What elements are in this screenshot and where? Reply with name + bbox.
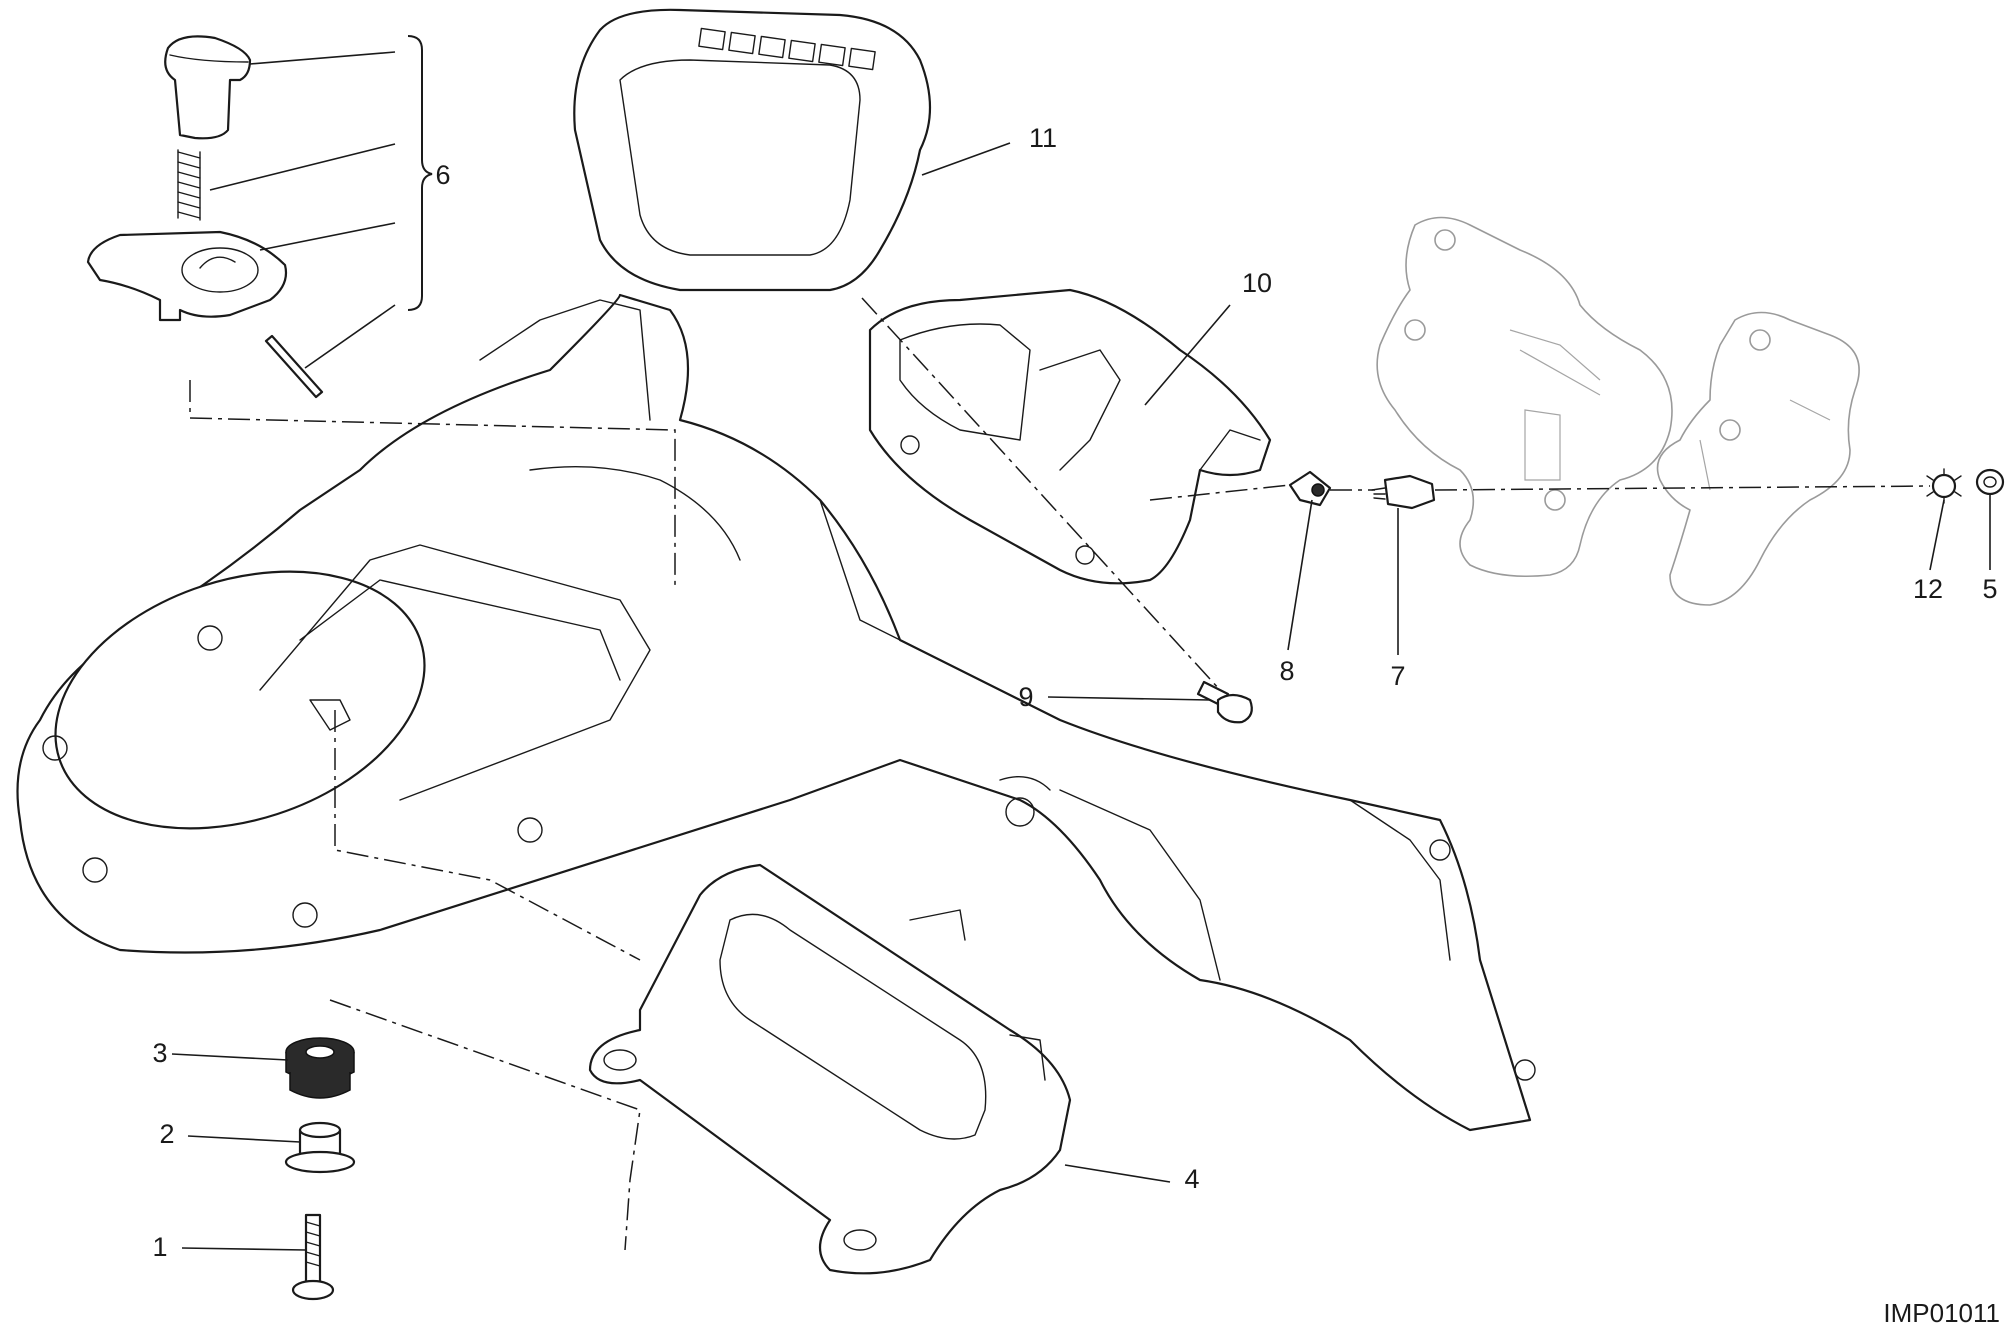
- lock-washer-12: [1926, 468, 1962, 504]
- callout-5: 5: [1982, 574, 1997, 604]
- group-brace-6: [407, 35, 433, 311]
- ignition-spring: [177, 149, 201, 221]
- callout-labels: 1 2 3 4 5 6 7 8 9 10 11 12: [152, 123, 1997, 1262]
- leader-lines: [171, 51, 1991, 1251]
- callout-8: 8: [1279, 656, 1294, 686]
- handlebar-clamp-right: [1656, 311, 1860, 606]
- callout-4: 4: [1184, 1164, 1199, 1194]
- instrument-panel-unit: [588, 863, 1072, 1275]
- drawing-code: IMP01011: [1883, 1298, 2000, 1328]
- callout-7: 7: [1390, 661, 1405, 691]
- rubber-grommet-3: [285, 1037, 355, 1099]
- ignition-pin: [264, 334, 324, 399]
- callout-2: 2: [159, 1119, 174, 1149]
- bushing-2: [284, 1121, 356, 1174]
- screw-9: [1196, 680, 1253, 724]
- spacer-stud-7: [1371, 474, 1436, 510]
- instrument-holder: [868, 288, 1272, 585]
- clip-nut-8: [1288, 470, 1332, 507]
- ignition-key-cap: [164, 35, 252, 140]
- callout-3: 3: [152, 1038, 167, 1068]
- instrument-cover-frame: [573, 8, 932, 292]
- indicator-lights: [698, 27, 876, 71]
- screw-1: [291, 1213, 335, 1301]
- callout-11: 11: [1029, 123, 1057, 153]
- callout-12: 12: [1913, 574, 1943, 604]
- callout-1: 1: [152, 1232, 167, 1262]
- handlebar-clamp-left: [1376, 216, 1673, 578]
- callout-10: 10: [1242, 268, 1272, 298]
- callout-9: 9: [1018, 682, 1033, 712]
- callout-6: 6: [435, 160, 450, 190]
- nut-5: [1975, 468, 2005, 496]
- ignition-switch-plate: [86, 230, 288, 322]
- assembly-axis-lines: [189, 297, 1931, 1251]
- instrument-support-bracket: [16, 293, 1536, 1132]
